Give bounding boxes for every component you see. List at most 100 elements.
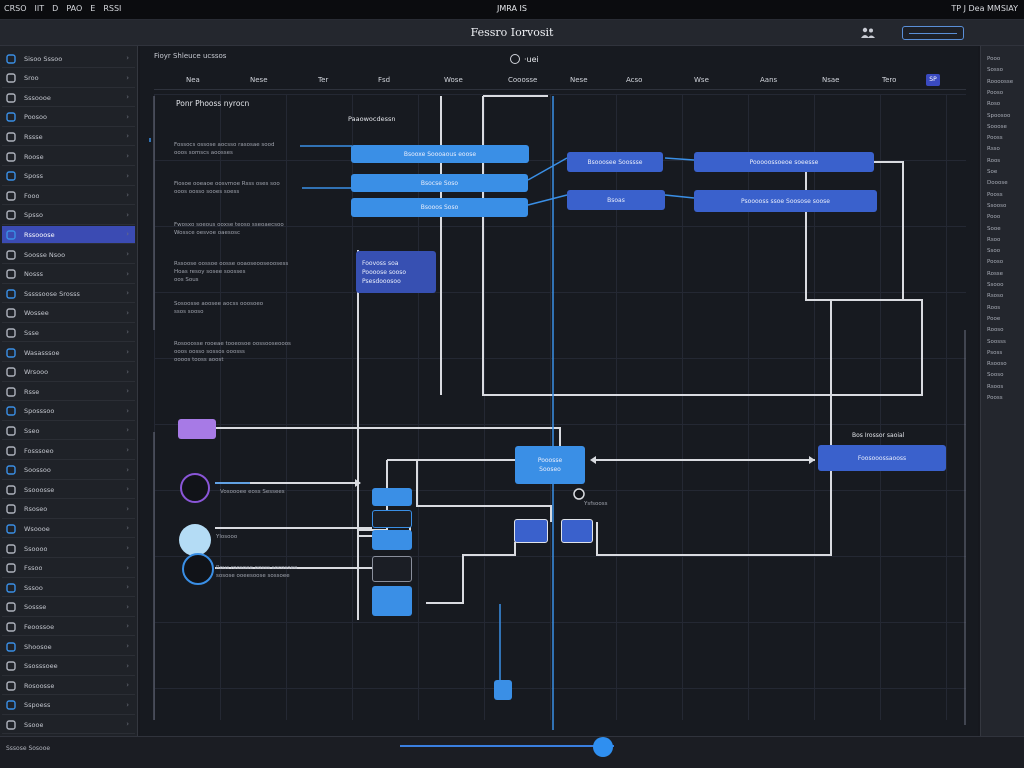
chevron-right-icon[interactable]: › bbox=[126, 446, 129, 454]
chevron-right-icon[interactable]: › bbox=[126, 210, 129, 219]
sidebar-item[interactable]: Ssooe› bbox=[2, 716, 135, 735]
sidebar-item[interactable]: Roose› bbox=[2, 148, 135, 166]
column-header[interactable]: Ter bbox=[318, 76, 329, 84]
sidebar-item[interactable]: Sssssoose Srosss› bbox=[2, 285, 135, 304]
column-header[interactable]: Nea bbox=[186, 76, 200, 84]
property-row[interactable]: Rosse bbox=[987, 270, 1004, 277]
stack-node-1[interactable] bbox=[372, 488, 412, 506]
property-row[interactable]: Dooose bbox=[987, 180, 1008, 187]
node-6[interactable]: Pooooossoeoe soeesse bbox=[694, 152, 874, 172]
chevron-right-icon[interactable]: › bbox=[126, 191, 129, 200]
chevron-right-icon[interactable]: › bbox=[126, 661, 129, 670]
node-4[interactable]: Bsooosee Soossse bbox=[567, 152, 663, 172]
stack-node-4[interactable] bbox=[372, 556, 412, 582]
sidebar-item[interactable]: Rsse› bbox=[2, 383, 135, 402]
sidebar-item[interactable]: Sssoooe› bbox=[2, 89, 135, 108]
property-row[interactable]: Sosso bbox=[987, 67, 1003, 74]
property-row[interactable]: Pooe bbox=[987, 315, 1001, 322]
property-row[interactable]: Sooe bbox=[987, 225, 1001, 232]
sidebar-item[interactable]: Rosoosse› bbox=[2, 677, 135, 696]
menu-item-3[interactable]: D bbox=[52, 4, 59, 13]
property-row[interactable]: Roos bbox=[987, 157, 1001, 164]
property-row[interactable]: Spoosoo bbox=[987, 112, 1011, 119]
chevron-right-icon[interactable]: › bbox=[126, 700, 129, 709]
zoom-indicator[interactable]: ·uei bbox=[510, 54, 539, 64]
sidebar-item[interactable]: Fooo› bbox=[2, 187, 135, 206]
property-row[interactable]: Soosss bbox=[987, 338, 1006, 345]
sidebar-item[interactable]: Sposssoo› bbox=[2, 403, 135, 421]
property-row[interactable]: Rsooso bbox=[987, 361, 1007, 368]
chevron-right-icon[interactable]: › bbox=[126, 289, 129, 298]
column-header[interactable]: Wse bbox=[694, 76, 709, 84]
chevron-right-icon[interactable]: › bbox=[126, 328, 129, 337]
property-row[interactable]: Pooso bbox=[987, 259, 1004, 266]
column-header[interactable]: Cooosse bbox=[508, 76, 538, 84]
property-row[interactable]: Pooss bbox=[987, 191, 1003, 198]
sidebar-item[interactable]: Sspoess› bbox=[2, 697, 135, 715]
sidebar-item[interactable]: Soosse Nsoo› bbox=[2, 246, 135, 264]
sidebar-item[interactable]: Spsso› bbox=[2, 207, 135, 225]
sidebar-item[interactable]: Sroo› bbox=[2, 70, 135, 88]
chevron-right-icon[interactable]: › bbox=[126, 367, 129, 376]
chevron-right-icon[interactable]: › bbox=[126, 132, 129, 141]
breadcrumb[interactable]: Fioyr Shleuce ucssos bbox=[154, 52, 227, 60]
menu-item-1[interactable]: CRSO bbox=[4, 4, 27, 13]
sidebar-item[interactable]: Nosss› bbox=[2, 266, 135, 284]
chevron-right-icon[interactable]: › bbox=[126, 622, 129, 631]
node-8[interactable]: Foovoss soa Poooose sooso Psesdooosoo bbox=[356, 251, 436, 293]
chevron-right-icon[interactable]: › bbox=[126, 583, 129, 592]
purple-node[interactable] bbox=[178, 419, 216, 439]
chevron-right-icon[interactable]: › bbox=[126, 642, 129, 650]
property-row[interactable]: Pooo bbox=[987, 56, 1001, 62]
sidebar-item[interactable]: Rssse› bbox=[2, 128, 135, 147]
node-2[interactable]: Bsocse Soso bbox=[351, 174, 528, 192]
zoom-slider-knob[interactable] bbox=[593, 737, 614, 757]
sidebar-item[interactable]: Ssse› bbox=[2, 324, 135, 343]
chevron-right-icon[interactable]: › bbox=[126, 406, 129, 415]
column-header[interactable]: Nese bbox=[250, 76, 268, 84]
column-header[interactable]: Aans bbox=[760, 76, 778, 84]
chevron-right-icon[interactable]: › bbox=[126, 524, 129, 533]
property-row[interactable]: Sooose bbox=[987, 123, 1007, 130]
sidebar-item[interactable]: Wrsooo› bbox=[2, 364, 135, 382]
sidebar-item[interactable]: Soossoo› bbox=[2, 462, 135, 480]
property-row[interactable]: Psoss bbox=[987, 349, 1003, 356]
title-search-field[interactable] bbox=[902, 26, 964, 40]
property-row[interactable]: Rsoos bbox=[987, 383, 1004, 390]
sidebar-item[interactable]: Rssooose› bbox=[2, 226, 135, 245]
mini-node-2[interactable] bbox=[561, 519, 593, 543]
property-row[interactable]: Roos bbox=[987, 304, 1001, 311]
chevron-right-icon[interactable]: › bbox=[126, 426, 129, 435]
property-row[interactable]: Rooso bbox=[987, 327, 1004, 334]
node-1[interactable]: Bsooxe Soooaous eoose bbox=[351, 145, 529, 163]
sidebar-item[interactable]: Sossse› bbox=[2, 599, 135, 617]
chevron-right-icon[interactable]: › bbox=[126, 485, 129, 494]
property-row[interactable]: Soe bbox=[987, 169, 998, 175]
menu-right-status[interactable]: TP J Dea MMSIAY bbox=[951, 4, 1018, 13]
menu-item-4[interactable]: PAO bbox=[66, 4, 83, 13]
chevron-right-icon[interactable]: › bbox=[126, 112, 129, 121]
chevron-right-icon[interactable]: › bbox=[126, 544, 129, 552]
sidebar-item[interactable]: Fosssoeo› bbox=[2, 442, 135, 460]
node-5[interactable]: Bsoas bbox=[567, 190, 665, 210]
sidebar-item[interactable]: Rsoseo› bbox=[2, 501, 135, 519]
stack-node-2[interactable] bbox=[372, 510, 412, 528]
property-row[interactable]: Rsoo bbox=[987, 236, 1001, 243]
node-10[interactable]: Foosooossaooss bbox=[818, 445, 946, 471]
column-header[interactable]: Fsd bbox=[378, 76, 391, 84]
sidebar-item[interactable]: Ssoooo› bbox=[2, 540, 135, 558]
chevron-right-icon[interactable]: › bbox=[126, 681, 129, 690]
chevron-right-icon[interactable]: › bbox=[126, 720, 129, 729]
node-9[interactable]: Pooosse Sooseo bbox=[515, 446, 585, 484]
sidebar-item[interactable]: Poosoo› bbox=[2, 109, 135, 127]
property-row[interactable]: Sooso bbox=[987, 372, 1004, 379]
property-row[interactable]: Ssoo bbox=[987, 248, 1001, 255]
menu-item-2[interactable]: IIT bbox=[34, 4, 45, 13]
chevron-right-icon[interactable]: › bbox=[126, 563, 129, 572]
chevron-right-icon[interactable]: › bbox=[126, 348, 129, 356]
sidebar-item[interactable]: Sisoo Sssoo› bbox=[2, 50, 135, 68]
chevron-right-icon[interactable]: › bbox=[126, 230, 129, 239]
property-row[interactable]: Pooss bbox=[987, 395, 1003, 401]
tiny-node[interactable] bbox=[494, 680, 512, 700]
stack-node-3[interactable] bbox=[372, 530, 412, 550]
